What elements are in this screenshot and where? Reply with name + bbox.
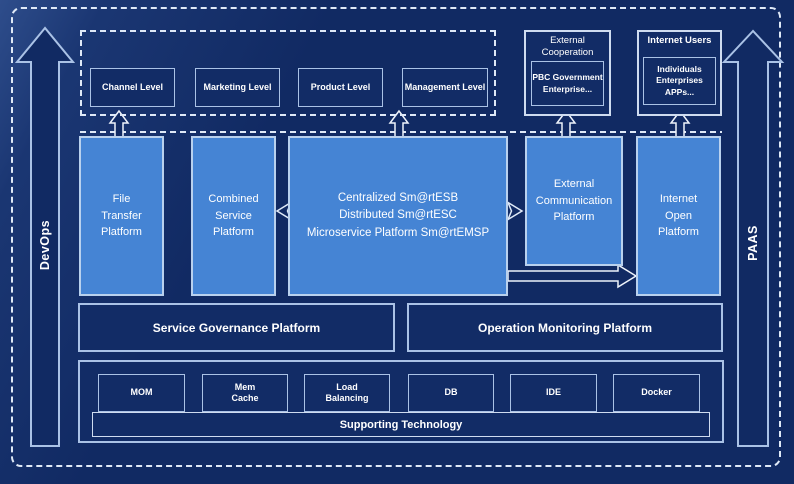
level-label: Product Level — [310, 81, 371, 92]
tech-label-line: DB — [444, 387, 458, 398]
tech-label-line: MOM — [130, 387, 153, 398]
level-box-marketing: Marketing Level — [195, 68, 280, 107]
flow-arrow-right-icon — [506, 200, 524, 222]
platform-label-line: Open — [665, 209, 692, 222]
tech-box-mem-cache: Mem Cache — [202, 374, 288, 412]
platform-label-line: Platform — [213, 226, 254, 239]
external-cooperation-line: PBC Government — [532, 72, 603, 83]
flow-arrow-left-icon — [275, 200, 293, 222]
devops-rail-label: DevOps — [38, 219, 52, 271]
paas-rail-label: PAAS — [746, 225, 760, 261]
level-box-management: Management Level — [402, 68, 488, 107]
internet-users-line: Individuals — [657, 64, 702, 75]
platform-smart-esb: Centralized Sm@rtESB Distributed Sm@rtES… — [288, 136, 508, 296]
supporting-technology-label: Supporting Technology — [339, 418, 463, 431]
tech-box-mom: MOM — [98, 374, 185, 412]
platform-label-line: Combined — [208, 193, 259, 206]
tech-box-docker: Docker — [613, 374, 700, 412]
platform-combined-service: Combined Service Platform — [191, 136, 276, 296]
internet-users-line: APPs... — [664, 86, 695, 97]
operation-monitoring-label: Operation Monitoring Platform — [478, 320, 652, 335]
flow-arrow-long — [507, 263, 638, 289]
tech-label-line: Mem — [234, 381, 256, 392]
operation-monitoring-platform-box: Operation Monitoring Platform — [407, 303, 723, 352]
platform-label-line: File — [112, 193, 131, 206]
paas-arrow — [721, 29, 785, 447]
level-label: Management Level — [404, 81, 486, 92]
platform-label-line: Service — [215, 209, 252, 222]
tech-label-line: Balancing — [325, 393, 369, 403]
internet-users-title: Internet Users — [647, 35, 712, 46]
platform-label-line: Internet — [659, 193, 698, 206]
tech-label-line: IDE — [545, 387, 561, 398]
tech-label-line: Cache — [231, 393, 259, 403]
platform-label-line: Platform — [553, 211, 595, 224]
tech-box-ide: IDE — [510, 374, 597, 412]
internet-users-inner-box: Individuals Enterprises APPs... — [643, 57, 716, 105]
tech-box-db: DB — [408, 374, 494, 412]
platform-label-line: Communication — [535, 194, 613, 207]
level-box-channel: Channel Level — [90, 68, 175, 107]
tech-label-line: Docker — [641, 387, 672, 398]
platform-external-communication: External Communication Platform — [525, 136, 623, 266]
platform-internet-open: Internet Open Platform — [636, 136, 721, 296]
external-cooperation-line: Enterprise... — [542, 83, 593, 94]
platform-label-line: Microservice Platform Sm@rtEMSP — [306, 226, 490, 239]
outer-dashed-border — [11, 7, 781, 467]
service-governance-label: Service Governance Platform — [152, 320, 321, 335]
platform-label-line: Platform — [658, 226, 699, 239]
service-governance-platform-box: Service Governance Platform — [78, 303, 395, 352]
external-cooperation-title: External Cooperation — [541, 35, 594, 58]
platform-label-line: Distributed Sm@rtESC — [339, 209, 457, 222]
level-label: Channel Level — [101, 81, 164, 92]
internet-users-line: Enterprises — [656, 75, 703, 86]
level-box-product: Product Level — [298, 68, 383, 107]
platform-file-transfer: File Transfer Platform — [79, 136, 164, 296]
platform-label-line: Centralized Sm@rtESB — [337, 192, 459, 205]
supporting-technology-bar: Supporting Technology — [92, 412, 710, 437]
levels-band — [80, 30, 496, 116]
tech-label-line: Load — [336, 381, 358, 392]
tech-box-load-balancing: Load Balancing — [304, 374, 390, 412]
level-label: Marketing Level — [203, 81, 272, 92]
platform-label-line: Transfer — [101, 209, 142, 222]
platform-label-line: Platform — [101, 226, 142, 239]
devops-arrow — [14, 26, 76, 447]
external-cooperation-inner-box: PBC Government Enterprise... — [531, 61, 604, 106]
platform-label-line: External — [553, 178, 595, 191]
